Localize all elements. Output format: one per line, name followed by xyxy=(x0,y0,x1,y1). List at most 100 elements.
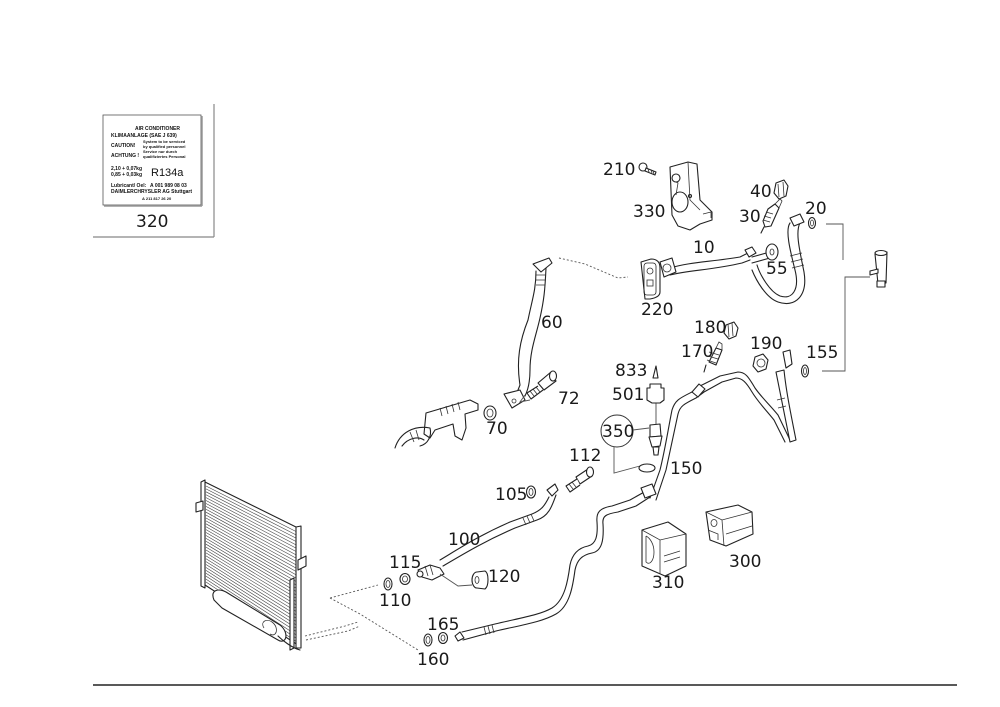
part-220-cap[interactable] xyxy=(640,258,661,300)
part-170-valve[interactable] xyxy=(703,341,723,373)
part-72-fitting[interactable] xyxy=(526,370,558,400)
sticker-line: CAUTION! xyxy=(111,143,136,149)
condenser-leader-lines xyxy=(304,621,361,641)
sticker-line: KLIMAANLAGE (SAE J 639) xyxy=(111,133,177,139)
part-112-fitting[interactable] xyxy=(565,466,595,493)
condenser-fin xyxy=(205,558,298,616)
part-110-oring[interactable] xyxy=(383,577,393,591)
part-155-oring[interactable] xyxy=(800,364,810,378)
callout-170: 170 xyxy=(681,342,713,362)
sticker-line: A 001 989 08 03 xyxy=(150,183,187,189)
callout-190: 190 xyxy=(750,334,782,354)
part-connector-right[interactable] xyxy=(869,249,888,288)
sticker-card xyxy=(102,114,202,206)
part-350-oring[interactable] xyxy=(638,463,656,473)
condenser-fin xyxy=(205,555,298,613)
condenser-fin xyxy=(205,520,298,573)
condenser-fin xyxy=(205,517,298,569)
callout-165: 165 xyxy=(427,615,459,635)
sticker-refrigerant: R134a xyxy=(151,167,184,179)
callout-105: 105 xyxy=(495,485,527,505)
part-condenser[interactable] xyxy=(195,479,307,651)
sticker-line: qualifiziertes Personal xyxy=(143,154,185,159)
sticker-line: A 211 817 26 20 xyxy=(142,196,172,201)
part-501-connector[interactable] xyxy=(646,383,665,404)
part-20-oring[interactable] xyxy=(807,216,817,230)
condenser-fin xyxy=(205,506,298,556)
callout-180: 180 xyxy=(694,318,726,338)
condenser-fin xyxy=(205,497,298,546)
callout-40: 40 xyxy=(750,182,772,202)
part-70-oring[interactable] xyxy=(483,405,497,421)
condenser-fin xyxy=(205,491,298,539)
condenser-fin xyxy=(205,494,298,543)
part-40-nut[interactable] xyxy=(773,179,789,200)
part-30-valve-core[interactable] xyxy=(760,198,783,234)
condenser-fin xyxy=(205,511,298,563)
condenser-fin xyxy=(205,552,298,609)
callout-60: 60 xyxy=(541,313,563,333)
leader-72 xyxy=(518,394,531,403)
sticker-line: AIR CONDITIONER xyxy=(135,126,180,132)
part-190-nut[interactable] xyxy=(752,353,769,373)
callout-112: 112 xyxy=(569,446,601,466)
sticker-line: by qualified personnel xyxy=(143,144,185,149)
part-180-cap[interactable] xyxy=(723,321,739,340)
leader-350-oring xyxy=(613,447,641,474)
part-833-cap[interactable] xyxy=(652,365,659,379)
callout-55: 55 xyxy=(766,259,788,279)
callout-100: 100 xyxy=(448,530,480,550)
part-120-grommet[interactable] xyxy=(471,570,489,590)
condenser-fin xyxy=(205,523,298,576)
callout-833: 833 xyxy=(615,361,647,381)
condenser-fin xyxy=(205,500,298,549)
condenser-fin xyxy=(205,573,298,633)
part-engine-bracket[interactable] xyxy=(394,399,479,449)
condenser-fin xyxy=(205,532,298,586)
condenser-fin xyxy=(205,526,298,579)
part-150-line[interactable] xyxy=(649,349,797,501)
part-300-block[interactable] xyxy=(705,504,754,547)
callout-330: 330 xyxy=(633,202,665,222)
condenser-fin xyxy=(205,535,298,589)
condenser-fin xyxy=(205,503,298,553)
callout-300: 300 xyxy=(729,552,761,572)
part-160-oring[interactable] xyxy=(423,633,433,647)
part-60-hose[interactable] xyxy=(503,257,553,409)
condenser-fin xyxy=(205,570,298,629)
part-115-washer[interactable] xyxy=(399,572,411,586)
callout-110: 110 xyxy=(379,591,411,611)
leader-110-160 xyxy=(329,584,419,651)
callout-155: 155 xyxy=(806,343,838,363)
callout-160: 160 xyxy=(417,650,449,670)
part-350-pressure-switch[interactable] xyxy=(648,423,663,456)
condenser-fin xyxy=(205,549,298,606)
sticker-line: ACHTUNG ! xyxy=(111,153,139,159)
part-115-fitting[interactable] xyxy=(416,564,445,581)
leader-20 xyxy=(826,223,844,260)
callout-350-circle xyxy=(600,414,634,448)
label-sticker-320[interactable]: AIR CONDITIONER KLIMAANLAGE (SAE J 639) … xyxy=(93,104,215,238)
condenser-fin xyxy=(205,485,298,533)
condenser-fin xyxy=(205,488,298,536)
part-10-line[interactable] xyxy=(659,246,771,278)
part-55-hose[interactable] xyxy=(751,213,806,304)
part-310-clamp[interactable] xyxy=(641,521,687,577)
part-suction-line[interactable] xyxy=(454,483,657,642)
part-100-line[interactable] xyxy=(439,483,559,567)
part-210-bolt[interactable] xyxy=(638,162,657,176)
callout-350: 350 xyxy=(602,422,634,442)
leader-220 xyxy=(558,257,629,279)
part-330-bracket[interactable] xyxy=(669,161,713,231)
callout-150: 150 xyxy=(670,459,702,479)
part-165-washer[interactable] xyxy=(437,631,449,645)
part-105-oring[interactable] xyxy=(525,485,537,499)
sticker-line: Service nur durch xyxy=(143,149,178,154)
sticker-line: DAIMLERCHRYSLER AG Stuttgart xyxy=(111,189,192,195)
condenser-fin xyxy=(205,575,298,636)
condenser-fins xyxy=(205,485,298,643)
condenser-fin xyxy=(205,541,298,596)
callout-115: 115 xyxy=(389,553,421,573)
callout-220: 220 xyxy=(641,300,673,320)
